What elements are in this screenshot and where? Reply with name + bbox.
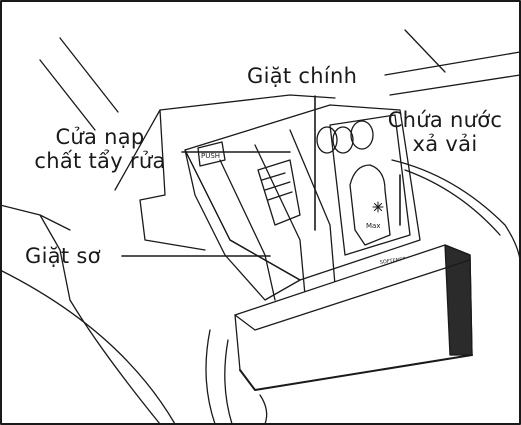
- label-softener-line1: Chứa nước: [380, 108, 510, 132]
- label-softener-line2: xả vải: [380, 132, 510, 156]
- label-detergent-door-line2: chất tẩy rửa: [20, 149, 180, 173]
- label-detergent-door: Cửa nạp chất tẩy rửa: [20, 125, 180, 173]
- label-softener: Chứa nước xả vải: [380, 108, 510, 156]
- max-mark: Max: [366, 222, 380, 230]
- snowflake-icon: [373, 202, 383, 212]
- push-mark: PUSH: [201, 152, 220, 160]
- label-main-wash: Giặt chính: [247, 64, 357, 88]
- label-main-wash-text: Giặt chính: [247, 64, 357, 88]
- label-prewash: Giặt sơ: [25, 244, 101, 268]
- label-prewash-text: Giặt sơ: [25, 244, 101, 268]
- label-detergent-door-line1: Cửa nạp: [20, 125, 180, 149]
- drawer-front: [235, 245, 472, 390]
